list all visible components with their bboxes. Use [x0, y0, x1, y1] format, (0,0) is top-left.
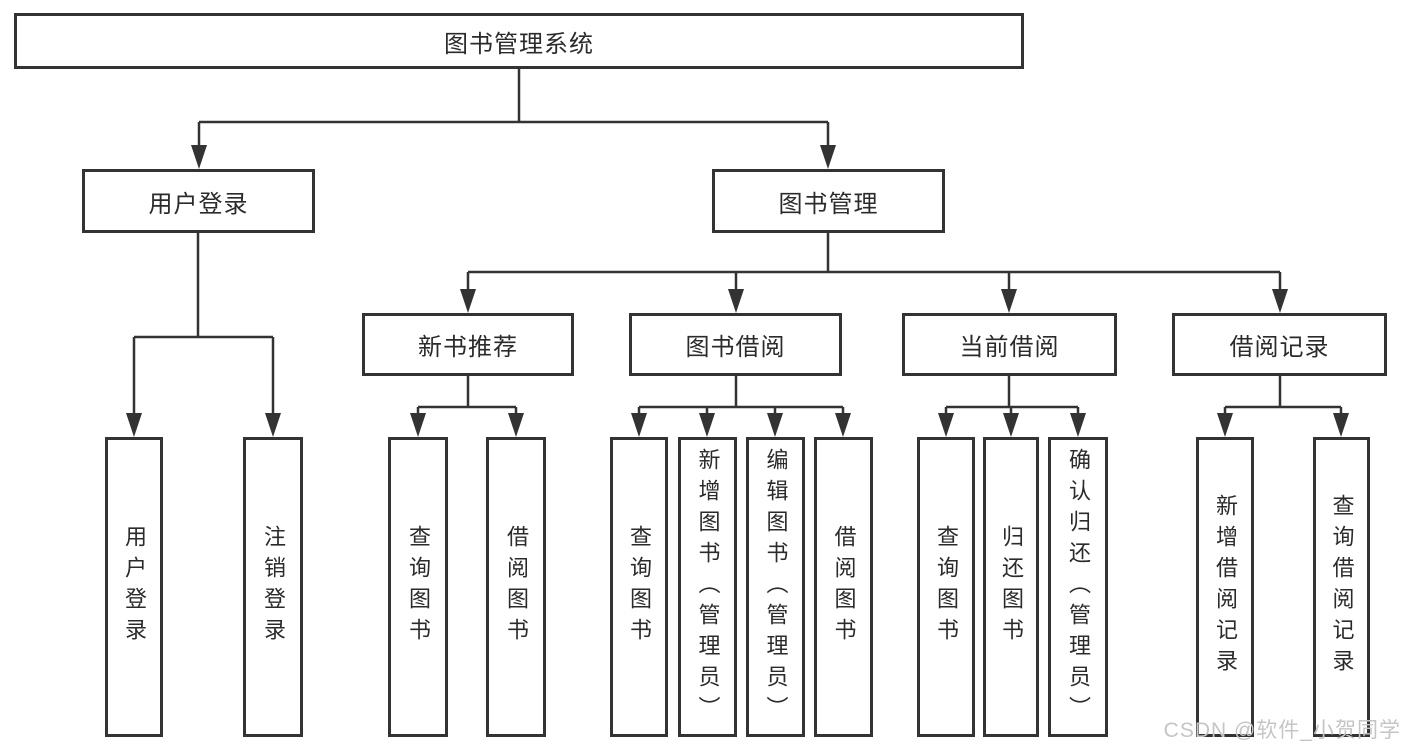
node-borrow-records-label: 借阅记录 — [1229, 334, 1330, 361]
node-current-borrow: 当前借阅 — [902, 313, 1117, 376]
leaf-logout: 注销登录 — [243, 437, 303, 737]
leaf-query-book-recommend: 查询图书 — [388, 437, 448, 737]
node-user-login-label: 用户登录 — [148, 190, 249, 218]
node-user-login: 用户登录 — [82, 169, 315, 233]
leaf-logout-label: 注销登录 — [261, 525, 286, 649]
node-library-system: 图书管理系统 — [14, 13, 1024, 69]
leaf-add-book-admin-label: 新增图书（管理员） — [695, 447, 721, 727]
leaf-query-book-current-label: 查询图书 — [934, 525, 959, 649]
node-book-management: 图书管理 — [712, 169, 945, 233]
leaf-query-borrow-record-label: 查询借阅记录 — [1329, 494, 1355, 680]
node-new-book-recommend: 新书推荐 — [362, 313, 574, 376]
leaf-add-borrow-record-label: 新增借阅记录 — [1213, 494, 1238, 680]
leaf-confirm-return-admin-label: 确认归还（管理员） — [1066, 447, 1091, 727]
leaf-query-book-current: 查询图书 — [917, 437, 975, 737]
leaf-edit-book-admin: 编辑图书（管理员） — [746, 437, 805, 737]
leaf-query-borrow-record: 查询借阅记录 — [1313, 437, 1370, 737]
node-book-management-label: 图书管理 — [778, 190, 879, 218]
leaf-return-book-label: 归还图书 — [999, 525, 1024, 649]
leaf-borrow-book: 借阅图书 — [814, 437, 873, 737]
node-book-borrow: 图书借阅 — [629, 313, 842, 376]
node-library-system-label: 图书管理系统 — [444, 30, 594, 58]
leaf-borrow-book-label: 借阅图书 — [831, 525, 857, 649]
node-new-book-recommend-label: 新书推荐 — [418, 334, 518, 361]
leaf-add-borrow-record: 新增借阅记录 — [1196, 437, 1254, 737]
node-current-borrow-label: 当前借阅 — [959, 334, 1060, 361]
leaf-query-book-borrow: 查询图书 — [610, 437, 668, 737]
leaf-return-book: 归还图书 — [983, 437, 1039, 737]
node-book-borrow-label: 图书借阅 — [685, 334, 786, 361]
leaf-edit-book-admin-label: 编辑图书（管理员） — [763, 447, 789, 727]
leaf-user-login: 用户登录 — [105, 437, 163, 737]
arrowheads — [126, 145, 1349, 437]
node-borrow-records: 借阅记录 — [1172, 313, 1387, 376]
leaf-query-book-borrow-label: 查询图书 — [627, 525, 652, 649]
leaf-borrow-book-recommend-label: 借阅图书 — [504, 525, 529, 649]
leaf-borrow-book-recommend: 借阅图书 — [486, 437, 546, 737]
leaf-user-login-label: 用户登录 — [122, 525, 147, 649]
leaf-confirm-return-admin: 确认归还（管理员） — [1048, 437, 1108, 737]
leaf-add-book-admin: 新增图书（管理员） — [678, 437, 737, 737]
leaf-query-book-recommend-label: 查询图书 — [406, 525, 431, 649]
csdn-watermark: CSDN @软件_小贺同学 — [1163, 719, 1401, 742]
